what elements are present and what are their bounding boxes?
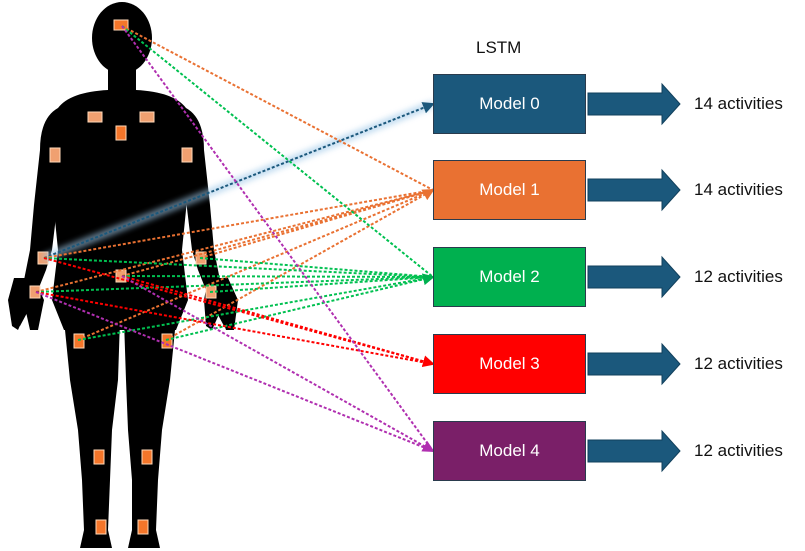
model-1-activities: 14 activities xyxy=(694,180,783,199)
output-arrow-0 xyxy=(587,82,681,126)
sensor-hand-left xyxy=(29,285,41,299)
connections-model-0 xyxy=(42,100,435,262)
sensor-abdomen xyxy=(115,125,127,141)
sensor-chest-right xyxy=(139,111,155,123)
lstm-label: LSTM xyxy=(476,38,522,57)
sensor-ankle-right xyxy=(137,519,149,535)
sensor-thigh-left xyxy=(73,333,85,349)
output-arrow-1 xyxy=(587,168,681,212)
model-3-box: Model 3 xyxy=(433,334,586,394)
model-4-box: Model 4 xyxy=(433,421,586,481)
sensor-ankle-left xyxy=(95,519,107,535)
sensor-thigh-right xyxy=(161,333,173,349)
human-silhouette xyxy=(8,2,238,548)
output-arrow-4 xyxy=(587,429,681,473)
model-2-label: Model 2 xyxy=(479,267,540,286)
sensor-upper-arm-right xyxy=(181,147,193,163)
sensor-shin-left xyxy=(93,449,105,465)
model-3-activities: 12 activities xyxy=(694,354,783,373)
connection-lines xyxy=(35,25,435,452)
sensor-chest-left xyxy=(87,111,103,123)
sensor-shin-right xyxy=(141,449,153,465)
connections-model-1 xyxy=(35,25,435,341)
model-0-box: Model 0 xyxy=(433,74,586,134)
model-0-activities: 14 activities xyxy=(694,94,783,113)
model-3-label: Model 3 xyxy=(479,354,540,373)
connections-model-2 xyxy=(35,25,435,341)
sensor-head xyxy=(113,19,129,31)
model-2-activities: 12 activities xyxy=(694,267,783,286)
connections-model-3 xyxy=(35,257,435,368)
model-4-label: Model 4 xyxy=(479,441,540,460)
connections-model-4 xyxy=(35,25,435,452)
sensor-upper-arm-left xyxy=(49,147,61,163)
model-2-box: Model 2 xyxy=(433,247,586,307)
output-arrows xyxy=(587,82,681,473)
model-4-activities: 12 activities xyxy=(694,441,783,460)
output-arrow-3 xyxy=(587,342,681,386)
model-0-label: Model 0 xyxy=(479,94,540,113)
model-1-box: Model 1 xyxy=(433,160,586,220)
model-1-label: Model 1 xyxy=(479,180,540,199)
output-arrow-2 xyxy=(587,255,681,299)
